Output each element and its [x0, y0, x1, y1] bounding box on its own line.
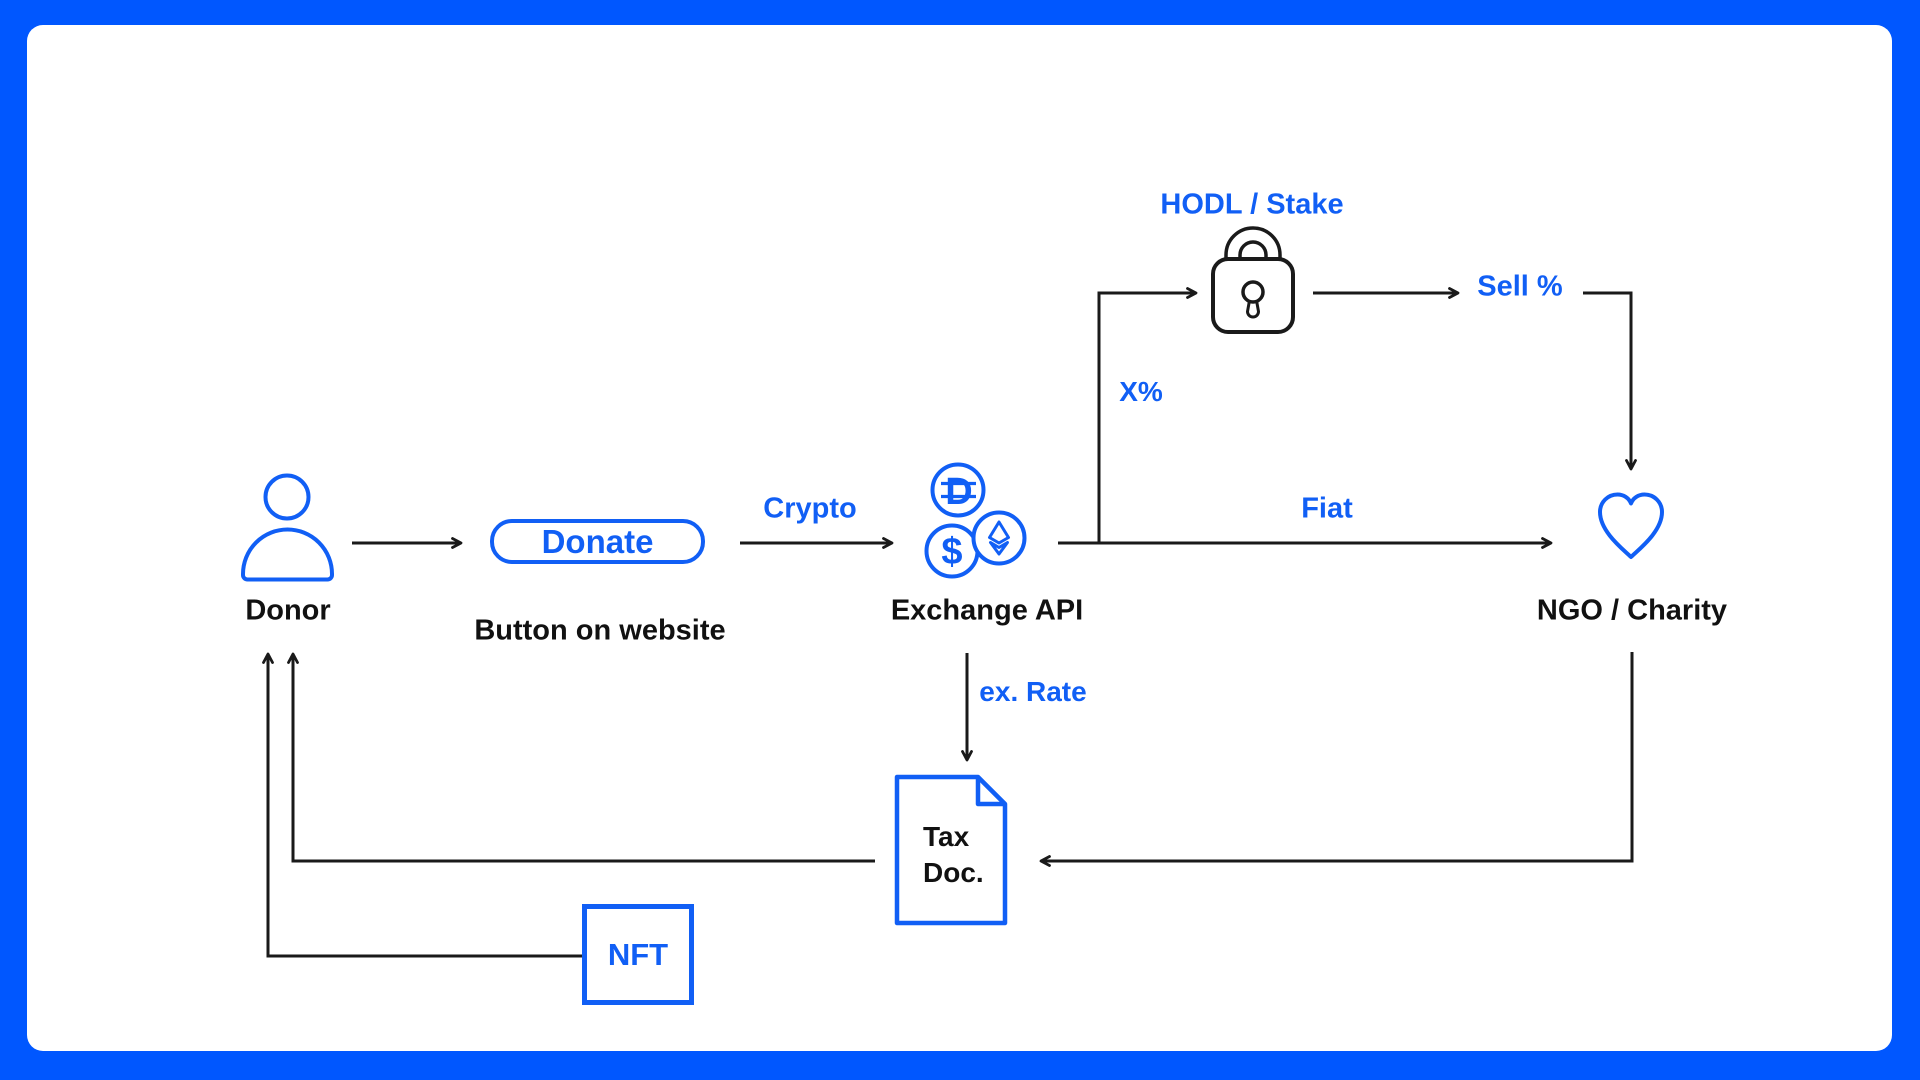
- donate-caption: Button on website: [474, 614, 726, 647]
- dollar-coin-icon: $: [924, 523, 980, 579]
- heart-icon: [1598, 492, 1664, 559]
- connector-arrows: [262, 287, 1637, 958]
- nft-label: NFT: [607, 937, 669, 972]
- x-percent-edge-label: X%: [1119, 376, 1163, 407]
- hodl-stake-label: HODL / Stake: [1160, 188, 1344, 221]
- arrow-nft-to-donor: [262, 652, 582, 958]
- donate-button-label: Donate: [541, 523, 654, 560]
- lock-keyhole-stem: [1246, 300, 1260, 319]
- arrow-xpercent-to-hodl: [1097, 287, 1198, 543]
- fiat-edge-label: Fiat: [1301, 492, 1353, 525]
- exchange-coins-icon: D $: [924, 462, 1027, 579]
- lock-keyhole: [1241, 280, 1265, 304]
- ngo-charity-label: NGO / Charity: [1536, 594, 1728, 627]
- exchange-api-label: Exchange API: [890, 594, 1084, 627]
- dai-coin-icon: D: [930, 462, 986, 518]
- tax-doc-label-line1: Tax: [923, 821, 970, 852]
- donor-head: [263, 473, 311, 521]
- dai-glyph: D: [945, 471, 972, 513]
- crypto-edge-label: Crypto: [763, 492, 857, 525]
- document-outline: [894, 774, 1008, 926]
- tax-document-icon: [894, 774, 1008, 926]
- sell-percent-edge-label: Sell %: [1477, 270, 1563, 303]
- lock-shackle-outer: [1224, 226, 1282, 260]
- dai-bars: [941, 481, 976, 499]
- donate-button: Donate: [490, 519, 705, 564]
- arrow-taxdoc-to-donor: [287, 652, 875, 863]
- tax-doc-label-line2: Doc.: [923, 857, 984, 888]
- arrow-ngo-to-taxdoc: [1039, 652, 1634, 867]
- lock-shackle-inner: [1238, 240, 1268, 260]
- lock-body: [1211, 257, 1295, 334]
- ex-rate-edge-label: ex. Rate: [979, 676, 1087, 707]
- nft-box: NFT: [582, 904, 694, 1005]
- lock-icon: [1211, 226, 1295, 334]
- ethereum-coin-icon: [971, 510, 1027, 566]
- donor-label: Donor: [245, 594, 331, 627]
- dollar-glyph: $: [941, 531, 962, 573]
- arrow-sell-to-ngo: [1583, 291, 1637, 471]
- donor-body: [241, 527, 334, 582]
- donor-person-icon: [241, 473, 334, 582]
- document-fold-corner: [975, 777, 1005, 807]
